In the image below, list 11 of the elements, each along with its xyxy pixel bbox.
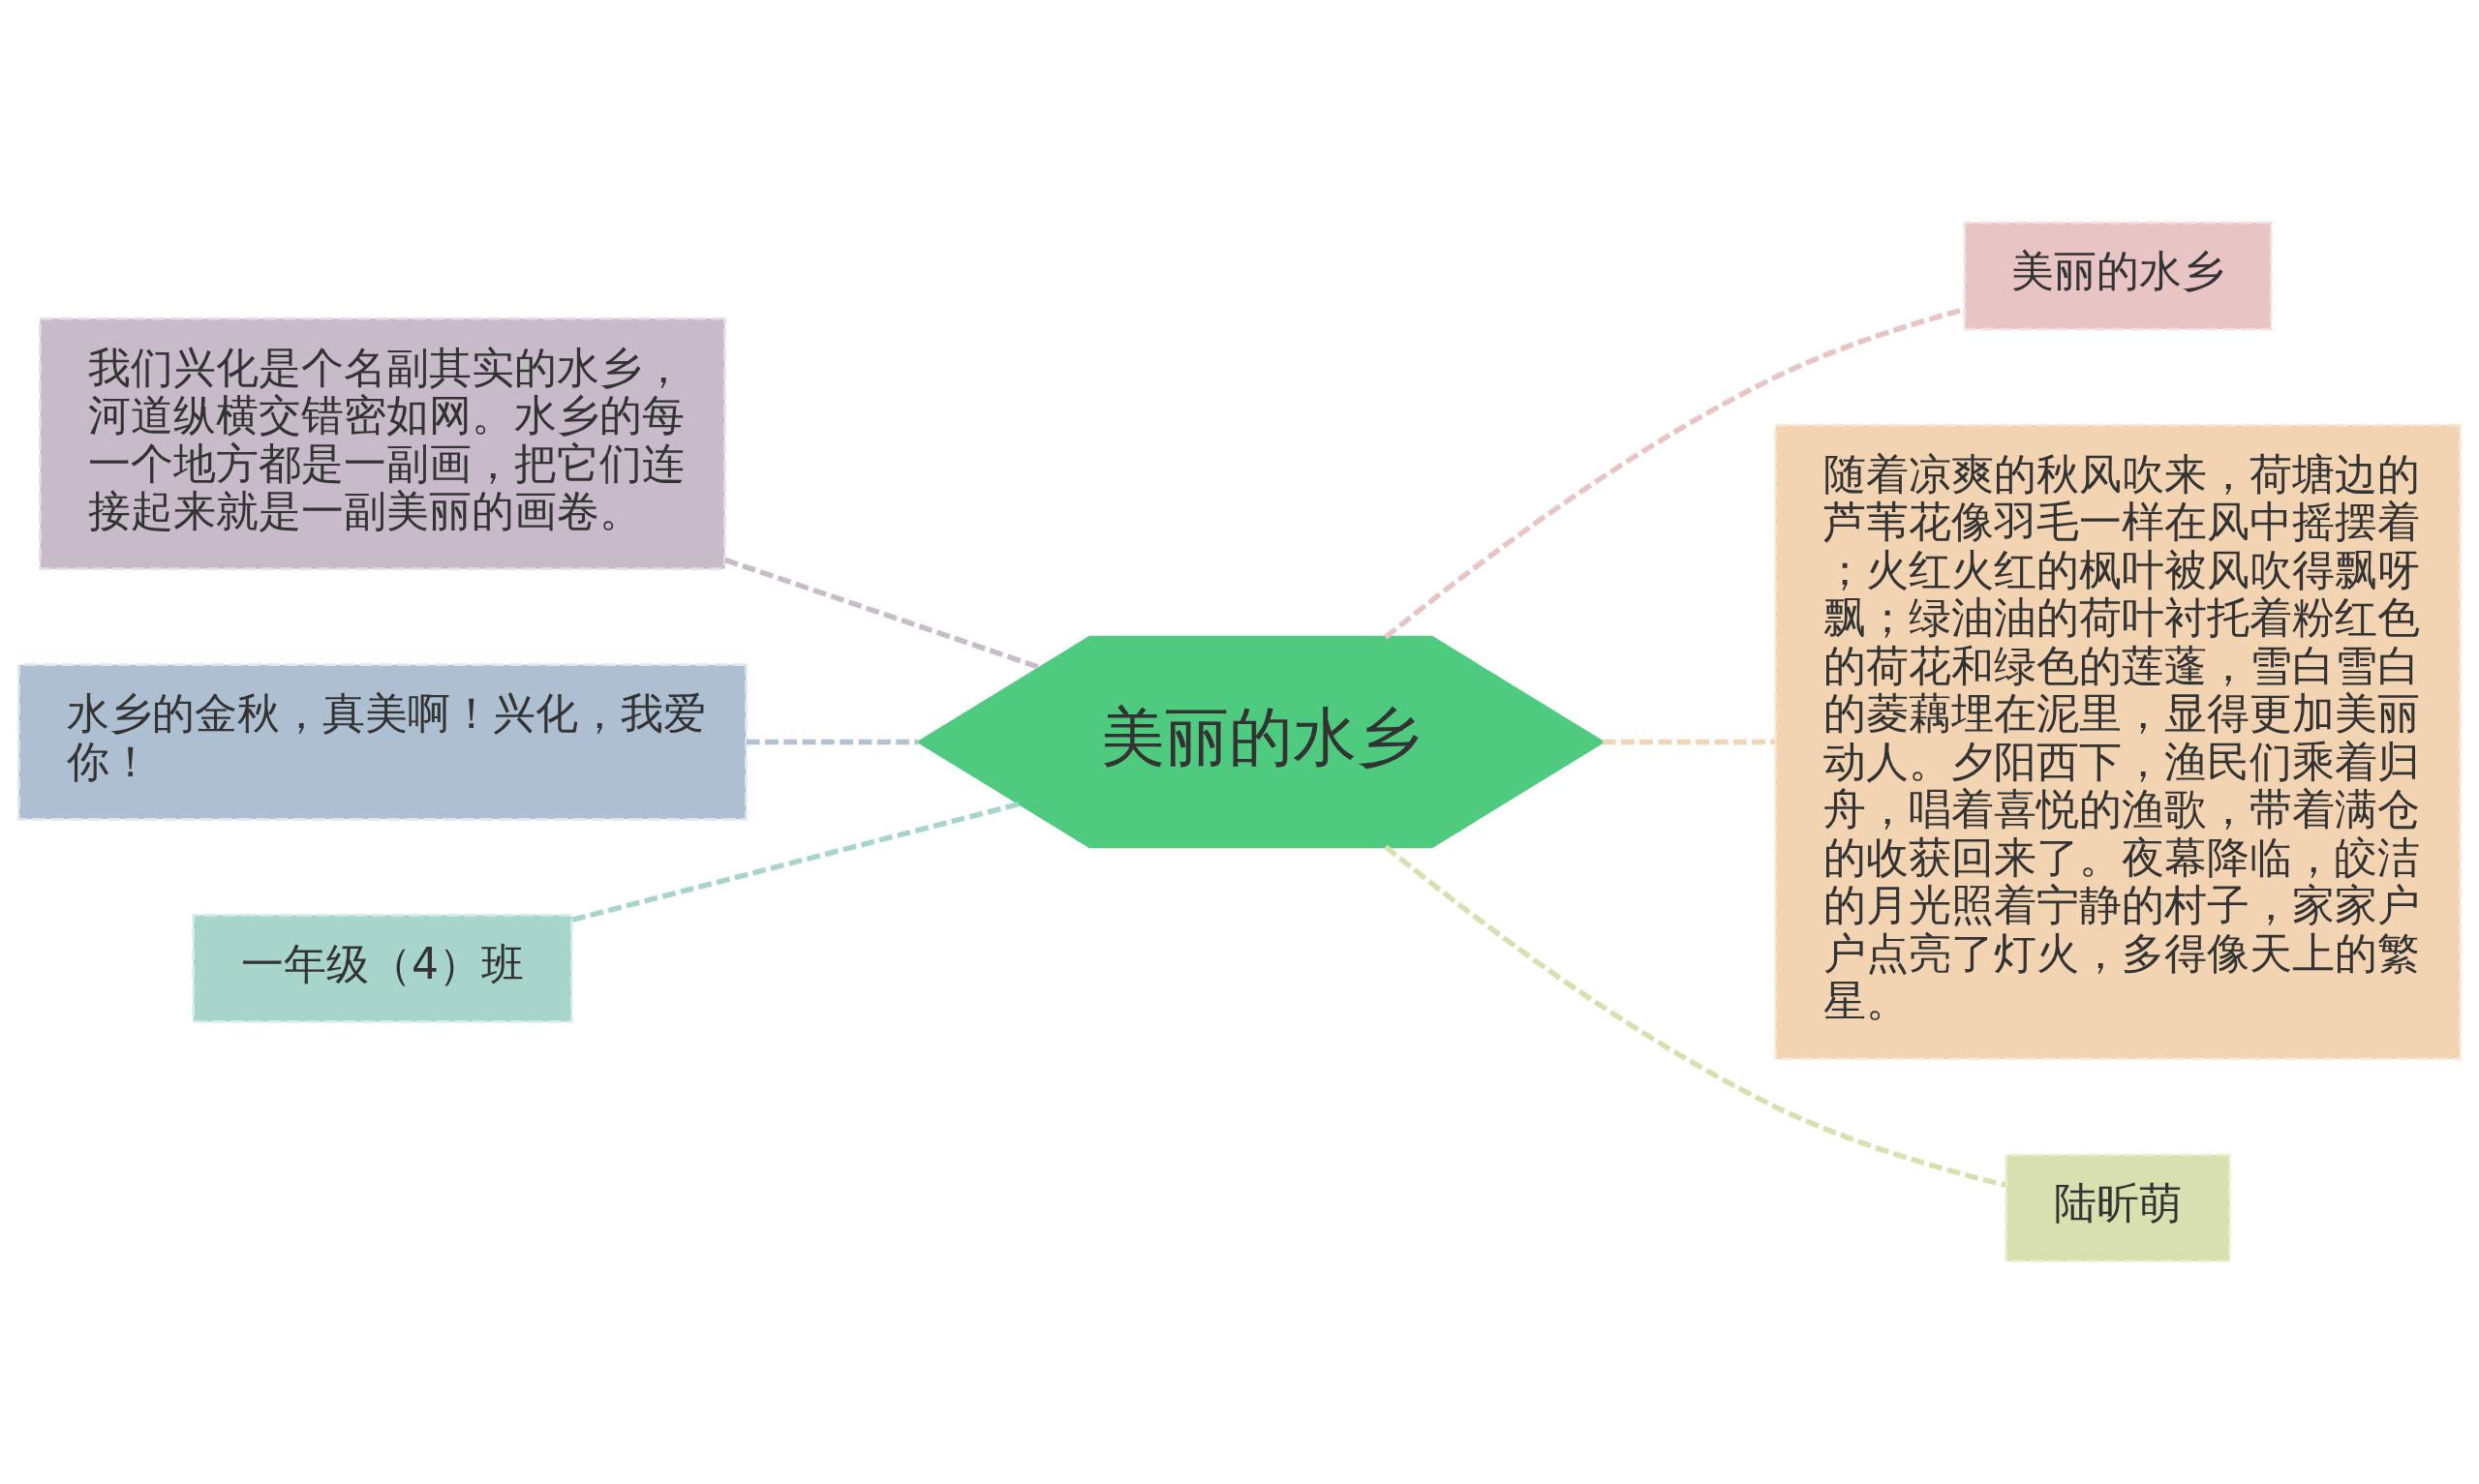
connector [571, 801, 1021, 923]
connector [1602, 739, 1776, 745]
node-box: 随着凉爽的秋风吹来，荷塘边的芦苇花像羽毛一样在风中摇摆着；火红火红的枫叶被风吹得飘呀飘；绿油油的荷叶衬托着粉红色的荷花和绿色的莲蓬，雪白雪白的菱藕埋在泥里，显得更加美丽动人。夕阳西下，渔民们乘着归舟，唱着喜悦的渔歌，带着满仓的收获回来了。夜幕降临，皎洁的月光照着宁静的村子，家家户户点亮了灯火，多得像天上的繁星。 [1774, 423, 2462, 1061]
connector [1384, 844, 2006, 1188]
node-box: 我们兴化是个名副其实的水乡，河道纵横交错密如网。水乡的每一个地方都是一副画，把它们连接起来就是一副美丽的画卷。 [39, 317, 726, 571]
node-box: 美丽的水乡 [1963, 221, 2273, 331]
node-box: 陆昕萌 [2005, 1153, 2231, 1263]
node-box: 水乡的金秋，真美啊！兴化，我爱你！ [17, 663, 748, 821]
connector [746, 739, 919, 745]
node-box: 一年级（4）班 [192, 913, 573, 1023]
connector [723, 557, 1041, 671]
